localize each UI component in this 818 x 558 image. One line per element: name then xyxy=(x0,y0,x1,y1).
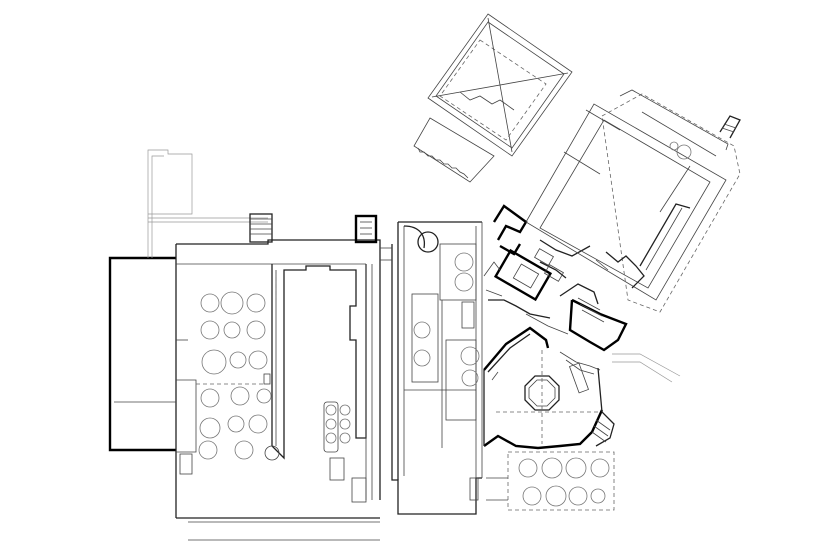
hall-north-wall xyxy=(176,239,381,500)
northeast-hall-inner xyxy=(539,119,711,289)
northwest-annex xyxy=(147,149,193,258)
pavilion-roof-inner xyxy=(435,21,565,149)
northeast-stair xyxy=(719,115,741,139)
column-base xyxy=(264,445,280,461)
northwest-annex-inner xyxy=(151,155,164,258)
connector-core xyxy=(483,204,628,352)
northeast-hall xyxy=(525,89,741,313)
east-octagon-wing xyxy=(483,326,681,511)
middle-block xyxy=(354,214,483,515)
west-wall xyxy=(108,256,176,452)
core-stair xyxy=(493,248,553,302)
pavilion-ridge-2 xyxy=(431,72,569,98)
south-terrace xyxy=(507,451,615,511)
bench-row xyxy=(323,401,339,453)
core-east-room xyxy=(568,298,628,352)
pavilion xyxy=(413,13,573,183)
annex-bay xyxy=(176,379,197,453)
northeast-hall-dashed xyxy=(601,93,741,313)
curved-stair xyxy=(403,225,426,249)
core-north-wall xyxy=(492,204,528,241)
octagon-south-wall xyxy=(483,409,604,450)
octagon-north-wall xyxy=(483,326,550,371)
pavilion-dashed xyxy=(439,39,547,141)
middle-east-wall xyxy=(391,244,482,515)
left-wing xyxy=(108,149,381,541)
entrance-ramp xyxy=(612,353,681,377)
left-hall-tables xyxy=(198,291,272,460)
south-stair xyxy=(179,453,193,475)
pavilion-canopy xyxy=(413,117,495,183)
interior-partition xyxy=(271,264,367,460)
middle-stair-tower xyxy=(354,214,378,244)
inner-octagon xyxy=(524,375,560,411)
middle-counter xyxy=(411,293,439,383)
northeast-hall-outer xyxy=(525,103,727,301)
pavilion-roof-outer xyxy=(427,13,573,157)
north-stair xyxy=(249,213,273,243)
